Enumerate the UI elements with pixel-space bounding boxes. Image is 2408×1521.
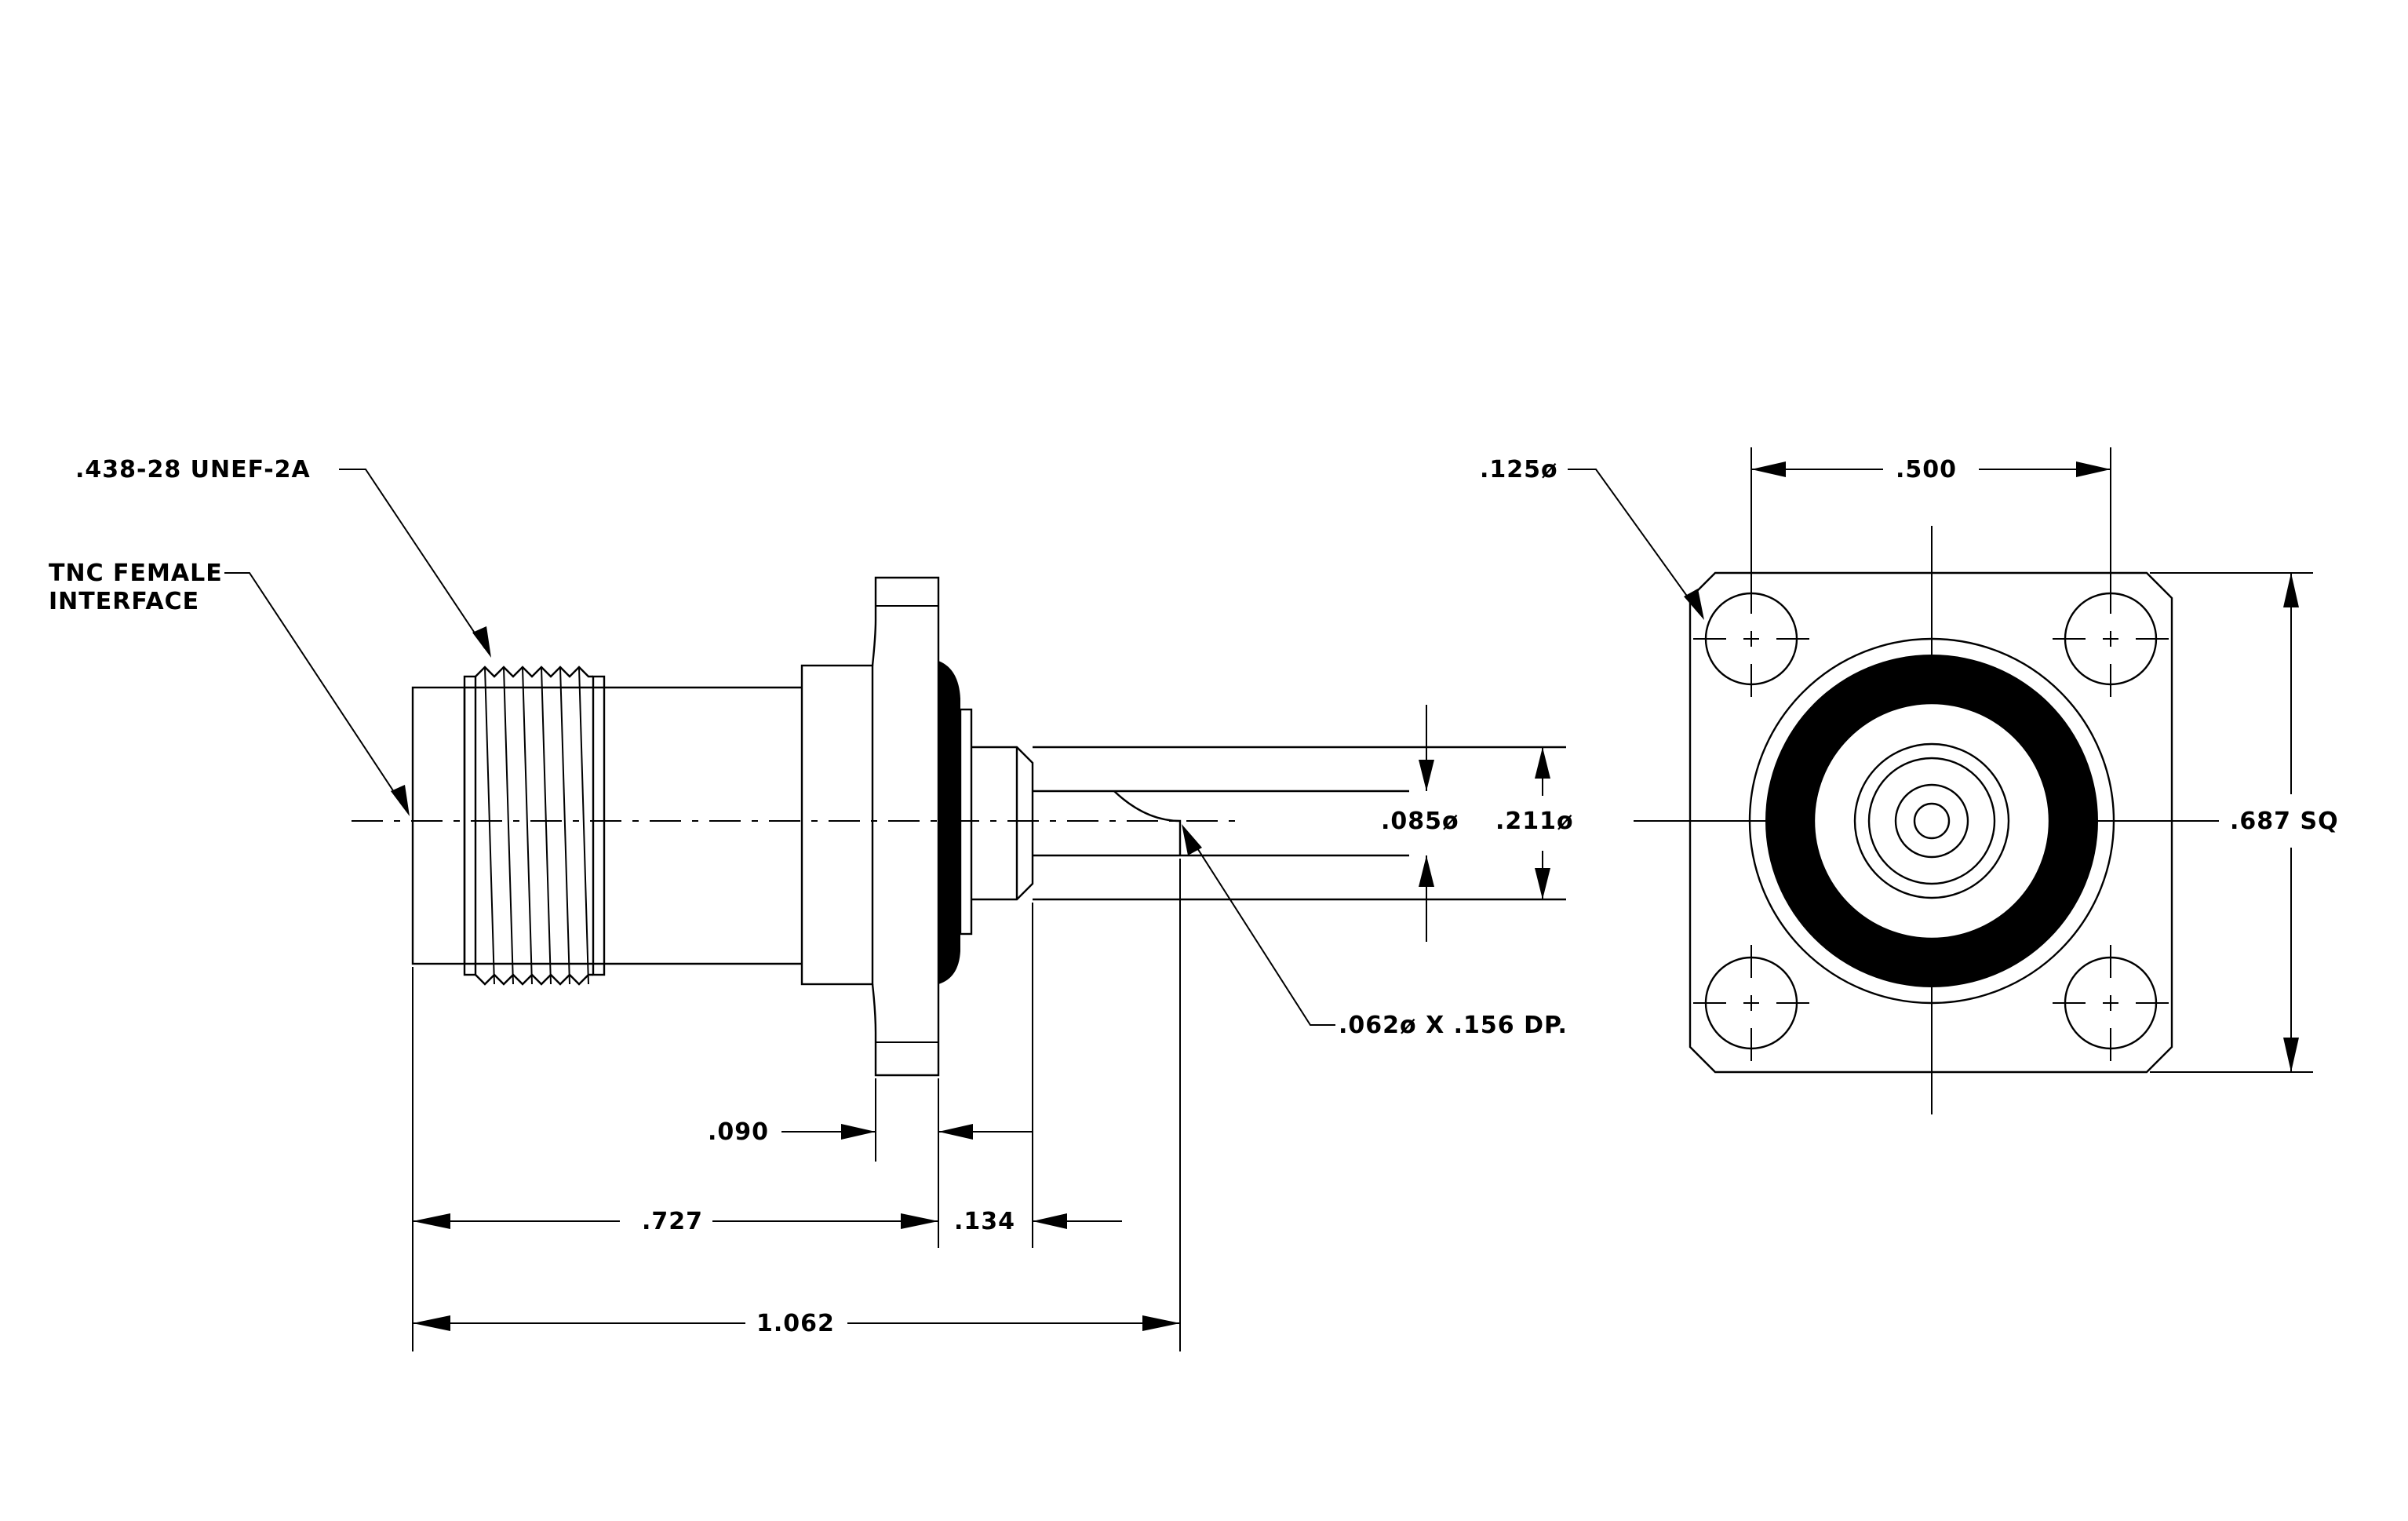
step-shoulder	[959, 708, 973, 936]
dimension-labels: .438-28 UNEF-2A TNC FEMALE INTERFACE .12…	[49, 456, 2339, 1337]
thread-label: .438-28 UNEF-2A	[75, 456, 311, 483]
hole-spacing-label: .500	[1896, 456, 1957, 483]
leaders	[224, 469, 1704, 1026]
interface-nose	[411, 686, 466, 965]
mounting-holes	[1693, 581, 2169, 1061]
front-view	[1634, 447, 2313, 1114]
pin-dia-label: .085ø	[1381, 808, 1459, 835]
flange-thk-label: .090	[708, 1118, 769, 1146]
tail-len-label: .134	[954, 1208, 1015, 1235]
hole-dia-label: .125ø	[1480, 456, 1558, 483]
threaded-section	[463, 666, 606, 986]
body-dia-label: .211ø	[1495, 808, 1574, 835]
bore-label: .062ø X .156 DP.	[1339, 1012, 1568, 1039]
flange-size-label: .687 SQ	[2230, 808, 2339, 835]
flange-outline	[1689, 571, 2173, 1074]
overall-len-label: 1.062	[756, 1310, 835, 1337]
interface-label-line2: INTERFACE	[49, 588, 199, 615]
side-view	[352, 576, 1566, 1351]
tail-pin	[971, 746, 1566, 901]
gasket	[938, 661, 960, 984]
flange-side	[871, 576, 960, 1077]
bottom-dimensions	[413, 1124, 1180, 1331]
interface-label-line1: TNC FEMALE	[49, 560, 223, 587]
connector-body	[604, 664, 874, 986]
body-len-label: .727	[642, 1208, 703, 1235]
